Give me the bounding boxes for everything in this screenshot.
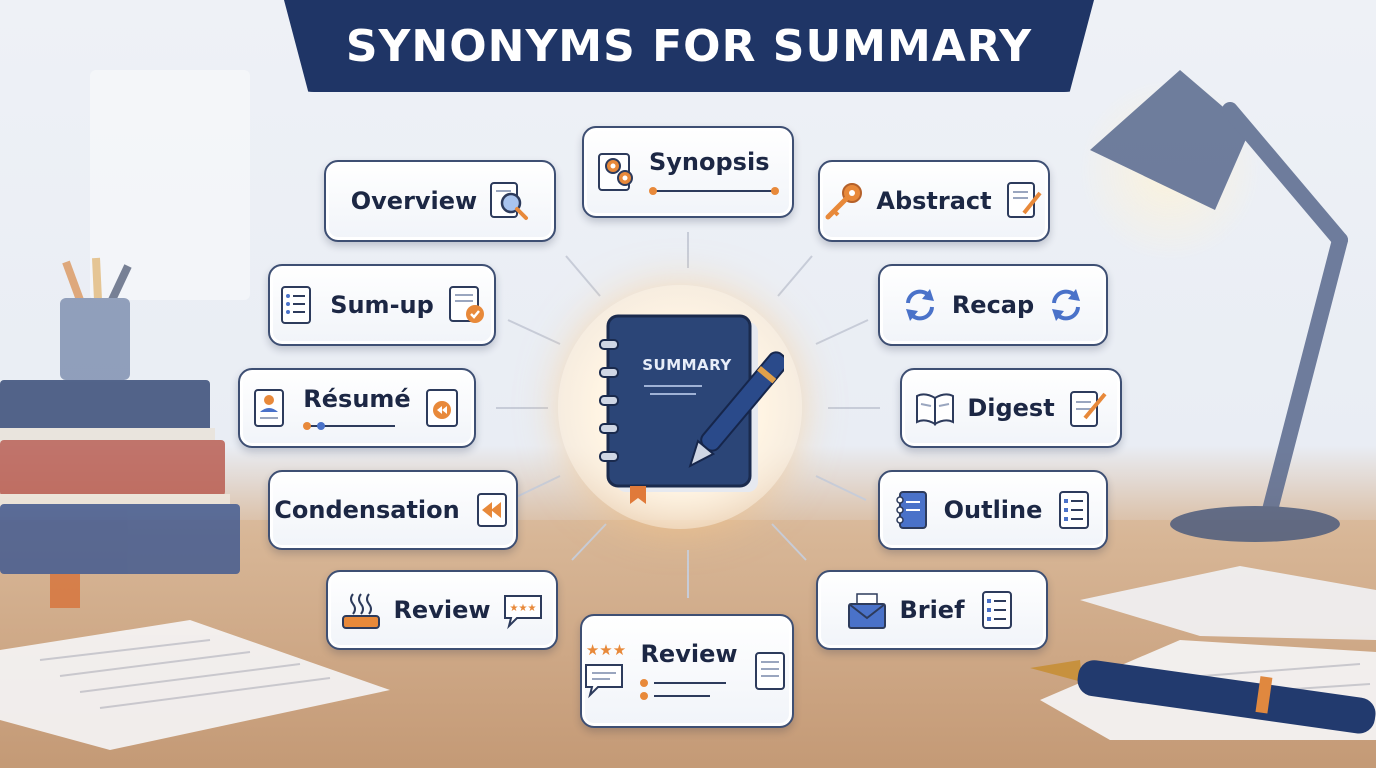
card-review-left[interactable]: Review ★★★ bbox=[326, 570, 558, 650]
refresh-arrows-icon bbox=[905, 289, 934, 321]
steam-icon bbox=[342, 593, 381, 629]
document-check-icon bbox=[448, 286, 484, 323]
svg-text:★★★: ★★★ bbox=[586, 641, 626, 657]
fountain-pen bbox=[1030, 660, 1376, 734]
card-label-abstract: Abstract bbox=[876, 187, 992, 215]
profile-card-icon bbox=[254, 389, 285, 427]
checklist-icon bbox=[281, 286, 312, 324]
book-stack bbox=[0, 380, 240, 608]
card-outline[interactable]: Outline bbox=[878, 470, 1108, 550]
card-sum-up[interactable]: Sum-up bbox=[268, 264, 496, 346]
card-resume[interactable]: Résumé bbox=[238, 368, 476, 448]
card-label-brief: Brief bbox=[899, 596, 965, 624]
stars-icon: ★★★ bbox=[586, 641, 626, 657]
rewind-icon bbox=[476, 493, 507, 527]
card-label-overview: Overview bbox=[350, 187, 478, 215]
notebook-icon bbox=[895, 491, 927, 529]
rating-lines-icon bbox=[640, 679, 727, 700]
svg-text:★★★: ★★★ bbox=[509, 603, 536, 614]
summary-notebook-icon bbox=[599, 314, 784, 504]
card-condensation[interactable]: Condensation bbox=[268, 470, 518, 550]
card-synopsis[interactable]: Synopsis bbox=[582, 126, 794, 218]
card-abstract[interactable]: Abstract bbox=[818, 160, 1050, 242]
list-icon bbox=[1059, 491, 1090, 529]
card-recap[interactable]: Recap bbox=[878, 264, 1108, 346]
star-chat-icon: ★★★ bbox=[503, 595, 542, 630]
card-label-resume: Résumé bbox=[303, 385, 411, 413]
open-book-icon bbox=[916, 393, 955, 426]
background-paper bbox=[90, 70, 250, 300]
card-label-outline: Outline bbox=[943, 496, 1043, 524]
page-title: SYNONYMS FOR SUMMARY bbox=[345, 20, 1033, 72]
card-label-recap: Recap bbox=[951, 291, 1035, 319]
document-icon bbox=[754, 652, 785, 690]
card-label-review-bottom: Review bbox=[640, 640, 738, 668]
card-review-bottom[interactable]: ★★★ Review bbox=[580, 614, 794, 728]
slider-line-icon bbox=[303, 422, 396, 430]
envelope-icon bbox=[848, 593, 887, 629]
card-label-digest: Digest bbox=[967, 394, 1055, 422]
center-summary-label: SUMMARY bbox=[642, 356, 732, 374]
card-label-sum-up: Sum-up bbox=[330, 291, 434, 319]
card-label-condensation: Condensation bbox=[274, 496, 460, 524]
refresh-arrows-icon bbox=[1052, 289, 1081, 321]
slider-line-icon bbox=[649, 187, 779, 195]
desk-papers bbox=[0, 566, 1376, 750]
card-overview[interactable]: Overview bbox=[324, 160, 556, 242]
gears-icon bbox=[598, 153, 633, 191]
key-icon bbox=[825, 183, 863, 220]
connector-lines bbox=[496, 232, 880, 598]
pencil-cup bbox=[60, 257, 132, 380]
desk-lamp bbox=[1080, 70, 1348, 542]
title-banner: SYNONYMS FOR SUMMARY bbox=[284, 0, 1094, 92]
chat-bubble-icon bbox=[585, 664, 624, 699]
document-pen-icon bbox=[1006, 182, 1042, 218]
card-brief[interactable]: Brief bbox=[816, 570, 1048, 650]
list-icon bbox=[981, 591, 1012, 629]
card-digest[interactable]: Digest bbox=[900, 368, 1122, 448]
card-label-synopsis: Synopsis bbox=[649, 148, 770, 176]
notepad-pencil-icon bbox=[1069, 391, 1107, 427]
rewind-document-icon bbox=[425, 389, 458, 427]
card-label-review-left: Review bbox=[393, 596, 491, 624]
magnifier-document-icon bbox=[490, 182, 529, 220]
